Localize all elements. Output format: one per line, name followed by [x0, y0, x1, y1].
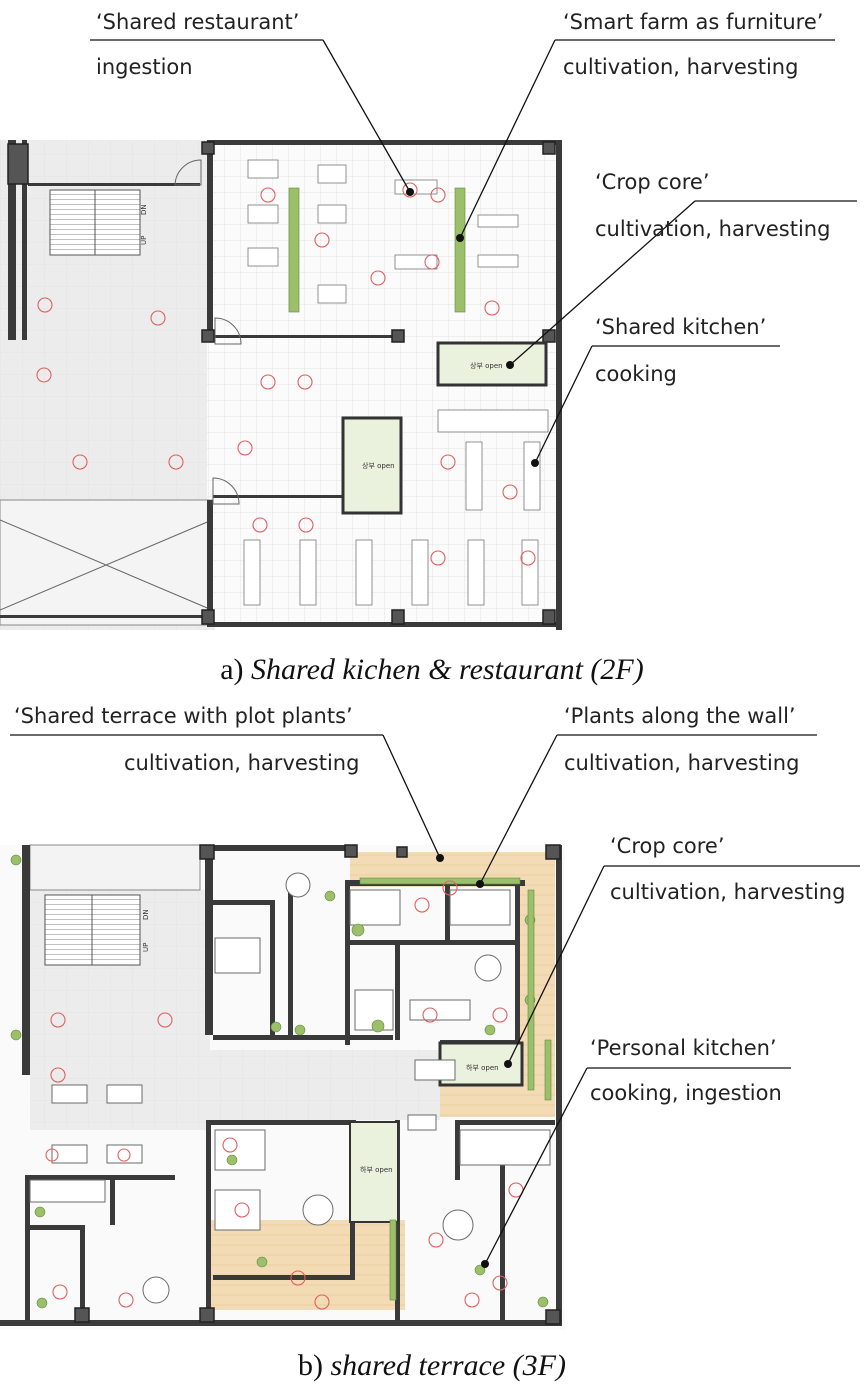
terrace-bottom — [210, 1220, 405, 1310]
caption-a: a) Shared kichen & restaurant (2F) — [220, 653, 644, 686]
people-3f — [45, 880, 524, 1310]
stair-dn-label-b: DN — [142, 909, 150, 920]
annotation-a4-activity: cooking — [595, 362, 677, 386]
annotation-a4-title: ‘Shared kitchen’ — [595, 315, 766, 339]
leaders-2f — [90, 39, 857, 467]
annotation-a2-activity: cultivation, harvesting — [563, 55, 798, 79]
annotation-a3-title: ‘Crop core’ — [595, 170, 710, 194]
stair-dn-label: DN — [140, 204, 148, 215]
annotation-b2-activity: cultivation, harvesting — [564, 751, 799, 775]
open-label-b2: 하부 open — [360, 1165, 393, 1174]
open-label-a1: 상부 open — [362, 461, 395, 470]
crop-core-a-center — [341, 416, 403, 515]
annotation-b3-activity: cultivation, harvesting — [610, 880, 845, 904]
caption-a-prefix: a) — [220, 653, 243, 686]
crop-core-b-center — [349, 1121, 399, 1223]
stair-up-label: UP — [140, 236, 148, 245]
annotation-b4-activity: cooking, ingestion — [590, 1081, 782, 1105]
annotation-b4-title: ‘Personal kitchen’ — [590, 1036, 777, 1060]
caption-b-title: shared terrace (3F) — [331, 1349, 567, 1382]
void-cross — [0, 519, 213, 611]
annotation-b1-title: ‘Shared terrace with plot plants’ — [14, 704, 353, 728]
leaders-3f — [10, 734, 860, 1268]
caption-b: b) shared terrace (3F) — [298, 1349, 566, 1382]
stair-up-label-b: UP — [142, 943, 150, 952]
annotation-a2-title: ‘Smart farm as furniture’ — [563, 10, 823, 34]
open-label-b1: 하부 open — [466, 1063, 499, 1072]
plants-3f — [10, 854, 552, 1309]
planter-2 — [454, 187, 466, 313]
people-2f — [36, 182, 536, 566]
terrace-mid — [440, 1085, 555, 1117]
annotation-b3-title: ‘Crop core’ — [610, 834, 725, 858]
annotation-a1-title: ‘Shared restaurant’ — [96, 10, 299, 34]
plan-3f: DN UP — [0, 704, 860, 1382]
plan-2f: DN UP 상부 open 상부 open — [0, 10, 857, 686]
annotation-b2-title: ‘Plants along the wall’ — [564, 704, 796, 728]
annotation-b1-activity: cultivation, harvesting — [124, 751, 359, 775]
furniture-3f — [29, 872, 551, 1304]
caption-a-title: Shared kichen & restaurant (2F) — [251, 653, 644, 686]
caption-b-prefix: b) — [298, 1349, 323, 1382]
annotation-a1-activity: ingestion — [96, 55, 193, 79]
annotation-a3-activity: cultivation, harvesting — [595, 217, 830, 241]
open-label-a2: 상부 open — [470, 361, 503, 370]
kitchen-counters — [243, 409, 549, 606]
restaurant-tables — [247, 159, 519, 304]
crop-core-a-right — [436, 341, 548, 387]
planter-1 — [288, 187, 300, 313]
void-area — [0, 499, 213, 626]
